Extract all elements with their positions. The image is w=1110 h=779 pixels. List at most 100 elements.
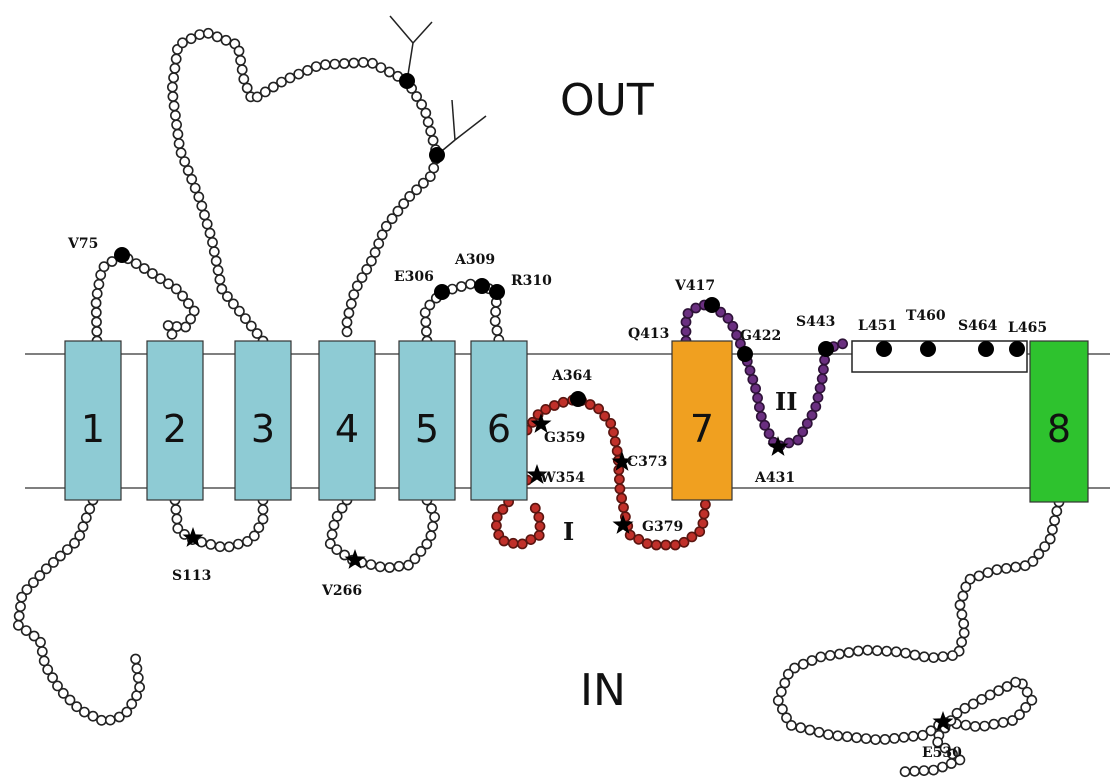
residue-bead <box>80 708 89 717</box>
residue-bead <box>359 58 368 67</box>
loop-el1 <box>92 252 199 346</box>
residue-bead <box>681 327 690 336</box>
residue-bead <box>135 683 144 692</box>
label-s464: S464 <box>958 318 998 334</box>
label-a309: A309 <box>454 252 495 268</box>
dot-e306 <box>434 284 450 300</box>
residue-bead <box>92 317 101 326</box>
residue-bead <box>938 762 947 771</box>
residue-bead <box>93 289 102 298</box>
residue-bead <box>748 375 757 384</box>
label-e530: E530 <box>922 745 962 761</box>
label-t460: T460 <box>906 308 946 324</box>
residue-bead <box>92 308 101 317</box>
residue-bead <box>960 628 969 637</box>
residue-bead <box>328 530 337 539</box>
residue-bead <box>167 330 176 339</box>
residue-bead <box>214 266 223 275</box>
label-s113: S113 <box>172 568 211 584</box>
label-a431: A431 <box>754 470 795 486</box>
residue-bead <box>661 540 670 549</box>
residue-bead <box>374 239 383 248</box>
residue-bead <box>164 321 173 330</box>
residue-bead <box>424 118 433 127</box>
residue-bead <box>329 521 338 530</box>
residue-bead <box>134 673 143 682</box>
residue-bead <box>833 731 842 740</box>
residue-bead <box>376 562 385 571</box>
residue-bead <box>652 540 661 549</box>
residue-bead <box>745 366 754 375</box>
residue-bead <box>172 514 181 523</box>
residue-bead <box>784 670 793 679</box>
residue-bead <box>816 652 825 661</box>
residue-bead <box>221 36 230 45</box>
residue-bead <box>258 515 267 524</box>
residue-bead <box>784 438 793 447</box>
residue-bead <box>92 298 101 307</box>
residue-bead <box>961 721 970 730</box>
residue-bead <box>491 317 500 326</box>
residue-bead <box>210 247 219 256</box>
loop-il2 <box>326 495 440 572</box>
residue-bead <box>799 660 808 669</box>
helix-8-label: 8 <box>1047 407 1071 451</box>
dot-a364 <box>570 391 586 407</box>
residue-bead <box>899 733 908 742</box>
loop-label-ii: II <box>775 387 797 416</box>
label-v417: V417 <box>674 278 715 294</box>
residue-bead <box>983 568 992 577</box>
residue-bead <box>813 393 822 402</box>
residue-bead <box>170 64 179 73</box>
residue-bead <box>862 734 871 743</box>
residue-bead <box>958 591 967 600</box>
label-g359: G359 <box>544 430 585 446</box>
residue-bead <box>177 148 186 157</box>
residue-bead <box>805 725 814 734</box>
residue-bead <box>871 735 880 744</box>
c-terminal-tail <box>774 497 1064 776</box>
residue-bead <box>955 600 964 609</box>
residue-bead <box>457 282 466 291</box>
residue-bead <box>796 723 805 732</box>
residue-bead <box>929 766 938 775</box>
residue-bead <box>169 73 178 82</box>
residue-bead <box>426 127 435 136</box>
residue-bead <box>980 722 989 731</box>
label-v75: V75 <box>67 236 98 252</box>
residue-bead <box>971 722 980 731</box>
helix-4-label: 4 <box>335 407 359 451</box>
label-l465: L465 <box>1008 320 1047 336</box>
residue-bead <box>303 66 312 75</box>
residue-bead <box>880 735 889 744</box>
residue-bead <box>838 339 847 348</box>
residue-bead <box>238 65 247 74</box>
residue-bead <box>349 58 358 67</box>
mutation-stars <box>183 413 954 731</box>
residue-bead <box>170 101 179 110</box>
residue-bead <box>184 166 193 175</box>
residue-bead <box>778 705 787 714</box>
residue-bead <box>854 646 863 655</box>
residue-bead <box>180 157 189 166</box>
residue-bead <box>948 651 957 660</box>
dot-l465 <box>1009 341 1025 357</box>
residue-bead <box>992 565 1001 574</box>
residue-bead <box>535 531 544 540</box>
residue-bead <box>94 280 103 289</box>
residue-bead <box>371 248 380 257</box>
dot-a309 <box>474 278 490 294</box>
residue-bead <box>312 62 321 71</box>
residue-bead <box>844 648 853 657</box>
loop-il1 <box>170 495 267 551</box>
residue-bead <box>349 290 358 299</box>
residue-bead <box>901 767 910 776</box>
residue-bead <box>78 522 87 531</box>
residue-bead <box>910 650 919 659</box>
loop-label-i: I <box>563 517 574 546</box>
residue-bead <box>492 521 501 530</box>
residue-bead <box>428 522 437 531</box>
residue-bead <box>132 664 141 673</box>
residue-bead <box>755 403 764 412</box>
